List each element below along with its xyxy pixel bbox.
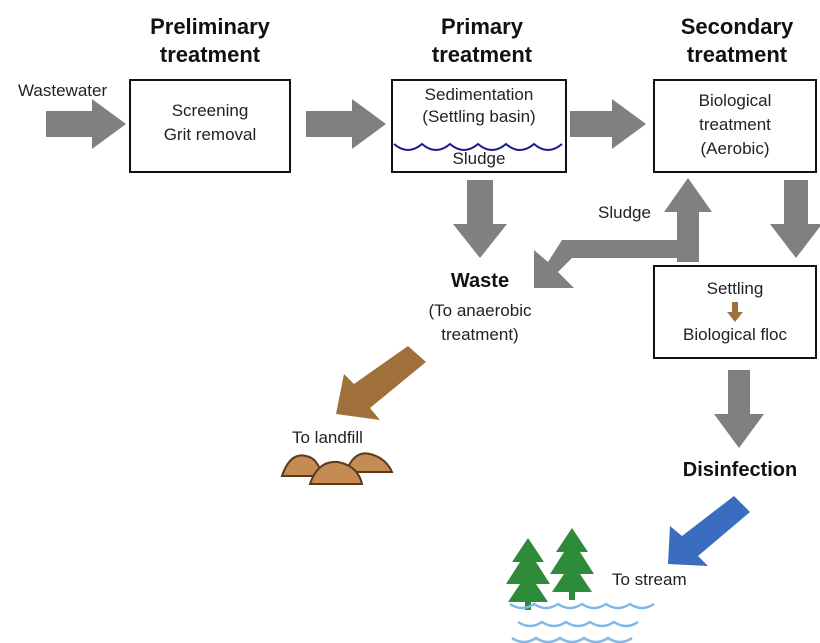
arrow-into-preliminary [46,99,126,149]
arrow-settling-to-disinfection [714,370,764,448]
sludge-return-label: Sludge [598,203,651,222]
header-secondary: Secondary treatment [681,14,794,67]
wastewater-label: Wastewater [18,81,107,100]
primary-box [391,79,567,173]
svg-text:Preliminary: Preliminary [150,14,271,39]
secondary-box [653,79,817,173]
svg-text:Primary: Primary [441,14,524,39]
arrow-preliminary-to-primary [306,99,386,149]
svg-text:treatment: treatment [160,42,261,67]
svg-text:treatment: treatment [432,42,533,67]
box-line-screening: Screening [172,101,249,120]
landfill-pile-icon [280,452,394,485]
arrow-primary-to-waste [453,180,507,258]
arrow-disinfection-to-stream [668,496,750,566]
arrow-primary-to-secondary [570,99,646,149]
arrow-sludge-to-waste [534,240,699,288]
arrow-waste-to-landfill [336,346,426,420]
box-line-settling-basin: (Settling basin) [422,107,535,126]
tree-icon [506,538,550,610]
preliminary-box [129,79,291,173]
landfill-label: To landfill [292,428,363,447]
box-line-aerobic: (Aerobic) [701,139,770,158]
header-primary: Primary treatment [432,14,533,67]
box-line-grit: Grit removal [164,125,257,144]
sludge-wave-line [393,142,563,151]
box-line-biological-floc: Biological floc [683,325,787,344]
svg-text:treatment: treatment [687,42,788,67]
box-line-settling: Settling [707,279,764,298]
box-line-sedimentation: Sedimentation [425,85,534,104]
tree-icon [550,528,594,600]
disinfection-label: Disinfection [683,459,797,481]
water-waves-icon [509,602,655,643]
waste-sub-line-1: (To anaerobic [428,301,532,320]
waste-label: Waste [451,270,509,292]
arrow-secondary-to-settling [770,180,820,258]
settling-small-arrow [727,302,743,322]
svg-text:Secondary: Secondary [681,14,794,39]
box-line-biological: Biological [699,91,772,110]
waste-sub-line-2: treatment) [441,325,518,344]
stream-label: To stream [612,570,687,589]
header-preliminary: Preliminary treatment [150,14,271,67]
box-line-treatment: treatment [699,115,771,134]
box-line-sludge: Sludge [453,149,506,168]
arrow-sludge-return-up [664,178,712,262]
